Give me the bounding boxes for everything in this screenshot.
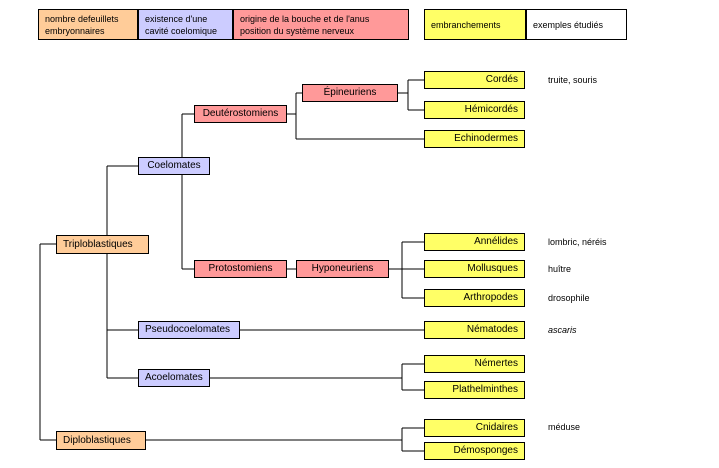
phylum-hemicordes: Hémicordés (424, 101, 525, 119)
phylum-cnidaires-label: Cnidaires (475, 422, 518, 433)
phylum-echinodermes-label: Echinodermes (454, 133, 518, 144)
node-coelomates-label: Coelomates (147, 160, 201, 171)
phylum-nematodes-label: Nématodes (466, 324, 518, 335)
phylum-nematodes: Nématodes (424, 321, 525, 339)
node-epineuriens-label: Épineuriens (323, 87, 377, 98)
phylum-echinodermes: Echinodermes (424, 130, 525, 148)
node-deuterostomiens-label: Deutérostomiens (202, 108, 279, 119)
legend-coelom: existence d'une cavité coelomique (138, 9, 233, 40)
example-annelides: lombric, néréis (548, 237, 607, 247)
phylum-mollusques: Mollusques (424, 260, 525, 278)
node-pseudocoelomates-label: Pseudocoelomates (145, 324, 231, 335)
phylum-nemertes: Némertes (424, 355, 525, 373)
legend-mouth-nervous-text: origine de la bouche et de l'anus positi… (240, 13, 370, 36)
legend-examples: exemples étudiés (526, 9, 627, 40)
legend-embryonic-layers: nombre defeuillets embryonnaires (38, 9, 138, 40)
legend-mouth-nervous: origine de la bouche et de l'anus positi… (233, 9, 409, 40)
node-protostomiens-label: Protostomiens (208, 263, 273, 274)
node-diploblastiques: Diploblastiques (56, 431, 146, 450)
phylum-cnidaires: Cnidaires (424, 419, 525, 437)
phylum-plathelminthes: Plathelminthes (424, 381, 525, 399)
phylum-arthropodes: Arthropodes (424, 289, 525, 307)
phylum-demosponges-label: Démosponges (453, 445, 518, 456)
legend-coelom-text: existence d'une cavité coelomique (145, 13, 218, 36)
node-epineuriens: Épineuriens (302, 84, 398, 102)
phylum-demosponges: Démosponges (424, 442, 525, 460)
node-coelomates: Coelomates (138, 157, 210, 175)
node-acoelomates: Acoelomates (138, 369, 210, 387)
example-nematodes: ascaris (548, 325, 577, 335)
node-triploblastiques-label: Triploblastiques (63, 238, 133, 250)
node-deuterostomiens: Deutérostomiens (194, 105, 287, 123)
node-acoelomates-label: Acoelomates (145, 372, 203, 383)
phylum-plathelminthes-label: Plathelminthes (452, 384, 518, 395)
node-hyponeuriens-label: Hyponeuriens (311, 263, 374, 274)
node-hyponeuriens: Hyponeuriens (296, 260, 389, 278)
phylum-nemertes-label: Némertes (474, 358, 518, 369)
phylum-hemicordes-label: Hémicordés (464, 104, 518, 115)
node-protostomiens: Protostomiens (194, 260, 287, 278)
legend-embryonic-layers-text: nombre defeuillets embryonnaires (45, 13, 119, 36)
node-diploblastiques-label: Diploblastiques (63, 434, 131, 446)
example-mollusques: huître (548, 264, 572, 274)
legend-phyla-text: embranchements (431, 19, 501, 30)
phylum-cordes: Cordés (424, 71, 525, 89)
node-pseudocoelomates: Pseudocoelomates (138, 321, 240, 339)
phylum-annelides-label: Annélides (474, 236, 518, 247)
legend-phyla: embranchements (424, 9, 526, 40)
phylum-annelides: Annélides (424, 233, 525, 251)
phylum-mollusques-label: Mollusques (467, 263, 518, 274)
phylum-arthropodes-label: Arthropodes (463, 292, 518, 303)
example-arthropodes: drosophile (548, 293, 590, 303)
phylum-cordes-label: Cordés (485, 74, 518, 85)
legend-examples-text: exemples étudiés (533, 19, 604, 30)
node-triploblastiques: Triploblastiques (56, 235, 149, 254)
example-cnidaires: méduse (548, 422, 581, 432)
example-cordes: truite, souris (548, 75, 598, 85)
